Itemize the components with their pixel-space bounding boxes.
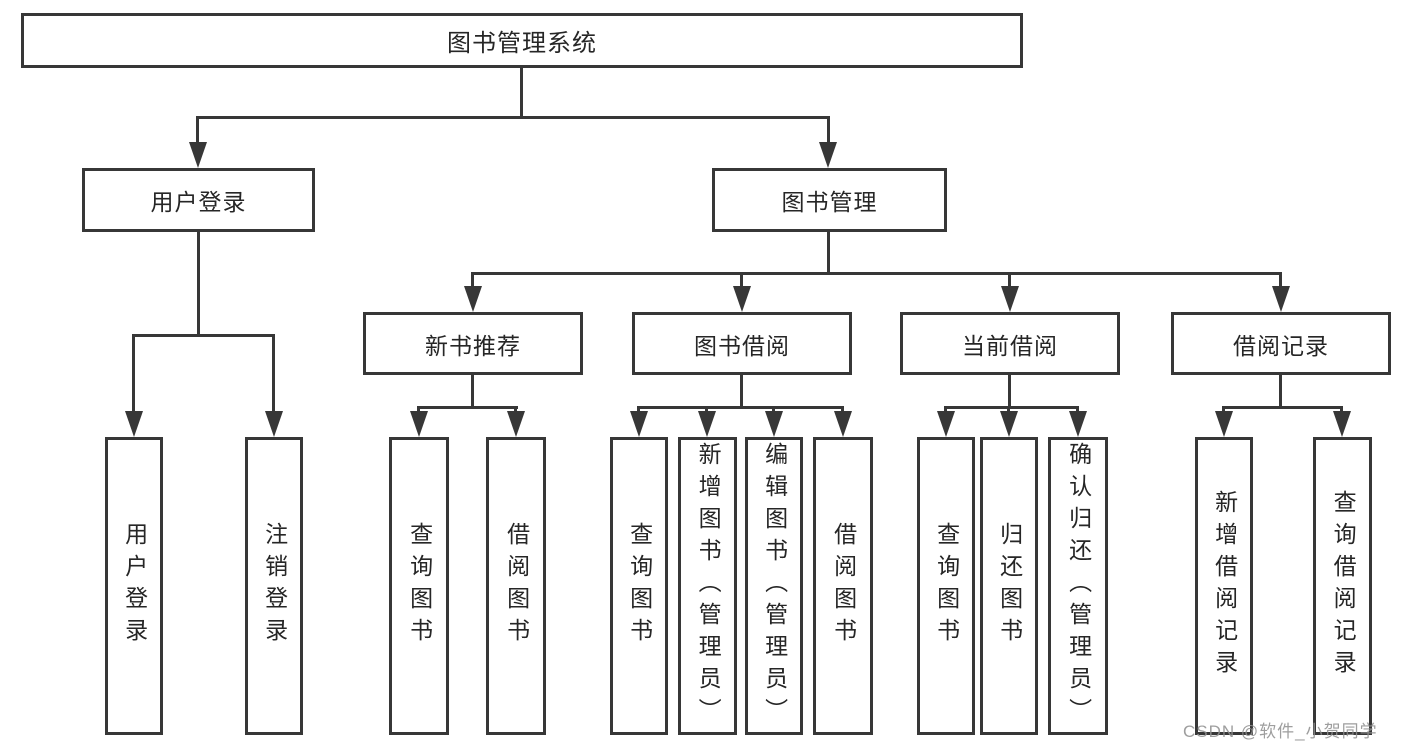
connector-line [944,406,1079,409]
node-book-management: 图书管理 [712,168,947,232]
arrowhead-down [1001,286,1019,312]
connector-line [417,406,420,414]
leaf-query-borrow-record: 查询借阅记录 [1313,437,1372,735]
leaf-add-books-admin: 新增图书（管理员） [678,437,737,735]
connector-line [196,116,830,119]
connector-line [1076,406,1079,414]
connector-line [1279,272,1282,289]
leaf-user-login: 用户登录 [105,437,163,735]
arrowhead-down [1333,411,1351,437]
connector-line [471,375,474,408]
connector-line [514,406,517,414]
leaf-logout: 注销登录 [245,437,303,735]
leaf-confirm-return-admin: 确认归还（管理员） [1048,437,1108,735]
connector-line [1222,406,1225,414]
connector-line [272,334,275,414]
connector-line [705,406,708,414]
leaf-query-books-recommend: 查询图书 [389,437,449,735]
connector-line [196,116,199,144]
leaf-query-books-borrowing-label: 查询图书 [626,522,653,650]
arrowhead-down [464,286,482,312]
arrowhead-down [410,411,428,437]
leaf-query-books-borrowing: 查询图书 [610,437,668,735]
arrowhead-down [1215,411,1233,437]
connector-line [740,272,743,289]
leaf-return-books: 归还图书 [980,437,1038,735]
leaf-borrow-books-borrowing-label: 借阅图书 [830,522,857,650]
leaf-query-borrow-record-label: 查询借阅记录 [1330,490,1357,682]
arrowhead-down [834,411,852,437]
arrowhead-down [630,411,648,437]
connector-line [1008,375,1011,408]
node-borrowing-records: 借阅记录 [1171,312,1391,375]
node-user-login: 用户登录 [82,168,315,232]
connector-line [132,334,275,337]
leaf-user-login-label: 用户登录 [121,522,148,650]
arrowhead-down [1000,411,1018,437]
node-current-borrowing: 当前借阅 [900,312,1120,375]
node-library-management-system: 图书管理系统 [21,13,1023,68]
arrowhead-down [125,411,143,437]
connector-line [1279,375,1282,408]
connector-line [197,232,200,336]
arrowhead-down [189,142,207,168]
connector-line [471,272,1282,275]
connector-line [471,272,474,289]
connector-line [417,406,518,409]
leaf-add-borrow-record-label: 新增借阅记录 [1211,490,1238,682]
leaf-confirm-return-admin-label: 确认归还（管理员） [1065,442,1092,730]
arrowhead-down [1272,286,1290,312]
leaf-borrow-books-recommend: 借阅图书 [486,437,546,735]
connector-line [944,406,947,414]
connector-line [637,406,844,409]
leaf-add-borrow-record: 新增借阅记录 [1195,437,1253,735]
connector-line [1008,272,1011,289]
arrowhead-down [819,142,837,168]
leaf-borrow-books-recommend-label: 借阅图书 [503,522,530,650]
node-book-borrowing: 图书借阅 [632,312,852,375]
arrowhead-down [698,411,716,437]
leaf-query-books-recommend-label: 查询图书 [406,522,433,650]
node-new-book-recommend: 新书推荐 [363,312,583,375]
connector-line [637,406,640,414]
connector-line [132,334,135,414]
connector-line [827,232,830,275]
csdn-watermark: CSDN @软件_小贺同学 [1183,722,1378,741]
leaf-borrow-books-borrowing: 借阅图书 [813,437,873,735]
connector-line [520,68,523,116]
connector-line [1222,406,1343,409]
arrowhead-down [1069,411,1087,437]
leaf-logout-label: 注销登录 [261,522,288,650]
connector-line [1340,406,1343,414]
arrowhead-down [733,286,751,312]
leaf-edit-books-admin: 编辑图书（管理员） [745,437,803,735]
arrowhead-down [507,411,525,437]
leaf-query-books-current: 查询图书 [917,437,975,735]
connector-line [1007,406,1010,414]
connector-line [827,116,830,144]
connector-line [772,406,775,414]
arrowhead-down [265,411,283,437]
leaf-query-books-current-label: 查询图书 [933,522,960,650]
leaf-edit-books-admin-label: 编辑图书（管理员） [761,442,788,730]
arrowhead-down [937,411,955,437]
leaf-return-books-label: 归还图书 [996,522,1023,650]
arrowhead-down [765,411,783,437]
connector-line [841,406,844,414]
connector-line [740,375,743,408]
leaf-add-books-admin-label: 新增图书（管理员） [695,442,722,730]
